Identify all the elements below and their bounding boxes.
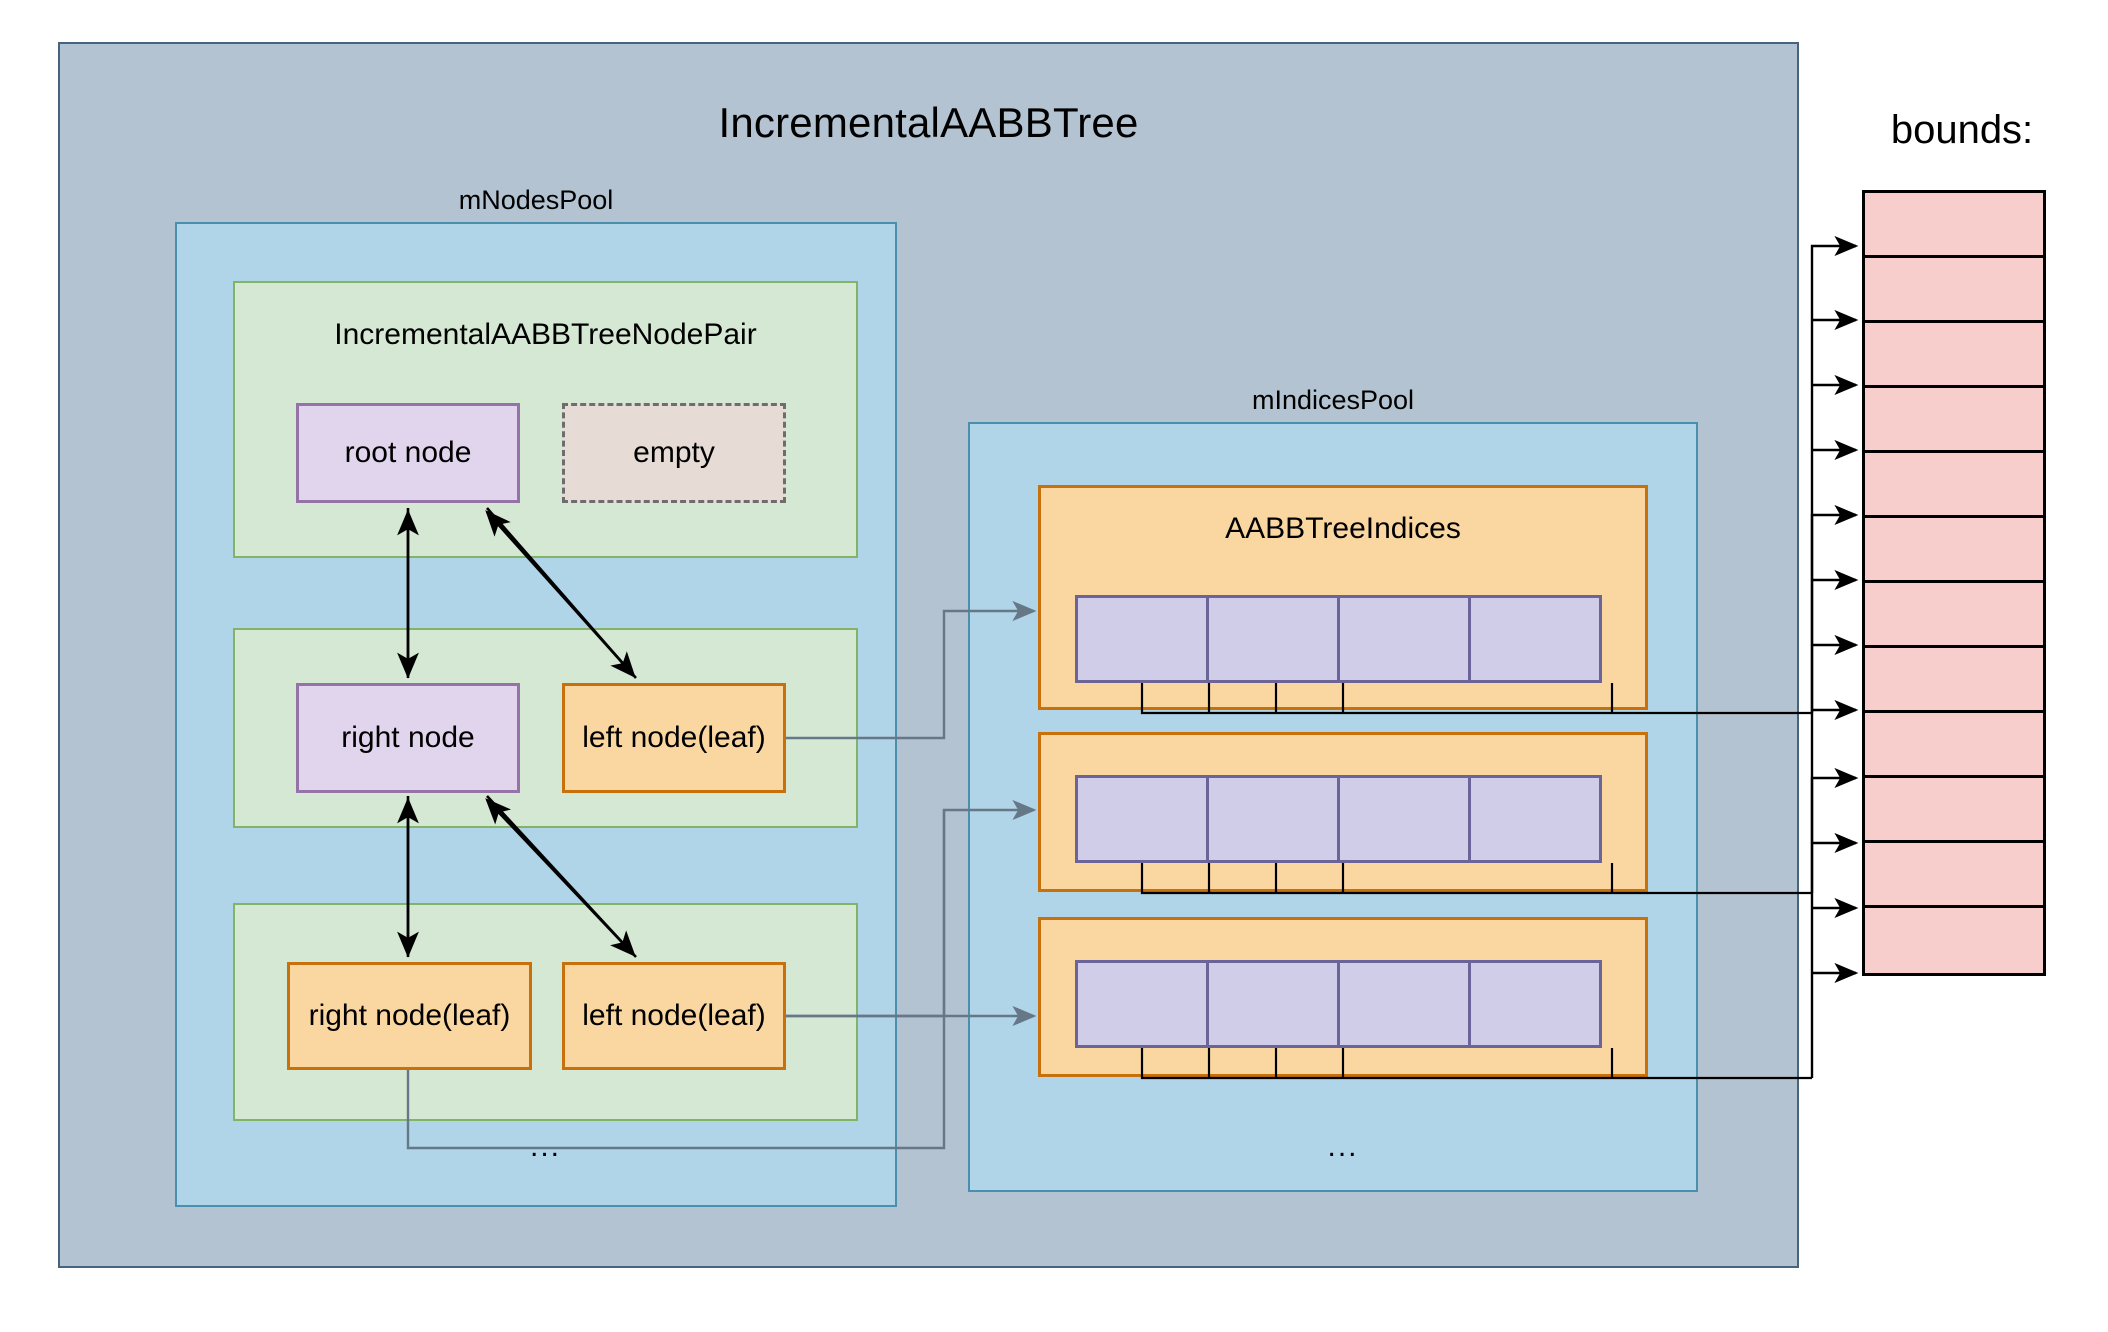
bounds-row[interactable] xyxy=(1865,518,2043,583)
bounds-arrow-1 xyxy=(1810,235,1859,713)
bounds-row[interactable] xyxy=(1865,323,2043,388)
indices-cell-row-2 xyxy=(1075,775,1602,863)
bounds-row[interactable] xyxy=(1865,908,2043,973)
bounds-arrow-5 xyxy=(1810,504,1859,893)
node-box-left-leaf-mid[interactable]: left node(leaf) xyxy=(562,683,786,793)
indices-cell[interactable] xyxy=(1337,775,1471,863)
indices-cell[interactable] xyxy=(1206,775,1340,863)
bounds-row[interactable] xyxy=(1865,843,2043,908)
indices-pool-ellipsis: ... xyxy=(1327,1130,1359,1163)
indices-cell[interactable] xyxy=(1075,960,1209,1048)
indices-cell[interactable] xyxy=(1337,960,1471,1048)
indices-cell-row-3 xyxy=(1075,960,1602,1048)
bounds-row[interactable] xyxy=(1865,583,2043,648)
bounds-row[interactable] xyxy=(1865,713,2043,778)
indices-cell[interactable] xyxy=(1468,960,1602,1048)
indices-cell[interactable] xyxy=(1206,960,1340,1048)
bounds-row[interactable] xyxy=(1865,648,2043,713)
indices-cell[interactable] xyxy=(1337,595,1471,683)
nodes-pool-label: mNodesPool xyxy=(458,185,614,215)
page-title: IncrementalAABBTree xyxy=(718,99,1139,146)
indices-pool-label: mIndicesPool xyxy=(1251,385,1415,415)
indices-cell[interactable] xyxy=(1206,595,1340,683)
bounds-label: bounds: xyxy=(1890,108,2034,152)
bounds-row[interactable] xyxy=(1865,778,2043,843)
indices-cell[interactable] xyxy=(1468,775,1602,863)
indices-cell[interactable] xyxy=(1075,595,1209,683)
node-box-left-leaf-bottom[interactable]: left node(leaf) xyxy=(562,962,786,1070)
bounds-table xyxy=(1862,190,2046,976)
nodes-pool-ellipsis: ... xyxy=(529,1130,561,1163)
bounds-row[interactable] xyxy=(1865,388,2043,453)
bounds-arrow-9 xyxy=(1810,767,1859,1078)
node-pair-title: IncrementalAABBTreeNodePair xyxy=(334,318,757,351)
indices-cell[interactable] xyxy=(1075,775,1209,863)
bounds-row[interactable] xyxy=(1865,453,2043,518)
bounds-row[interactable] xyxy=(1865,258,2043,323)
node-box-right[interactable]: right node xyxy=(296,683,520,793)
node-box-root[interactable]: root node xyxy=(296,403,520,503)
node-box-right-leaf[interactable]: right node(leaf) xyxy=(287,962,532,1070)
node-box-empty[interactable]: empty xyxy=(562,403,786,503)
aabb-tree-indices-title: AABBTreeIndices xyxy=(1225,512,1461,545)
indices-cell[interactable] xyxy=(1468,595,1602,683)
bounds-row[interactable] xyxy=(1865,193,2043,258)
indices-cell-row-1 xyxy=(1075,595,1602,683)
